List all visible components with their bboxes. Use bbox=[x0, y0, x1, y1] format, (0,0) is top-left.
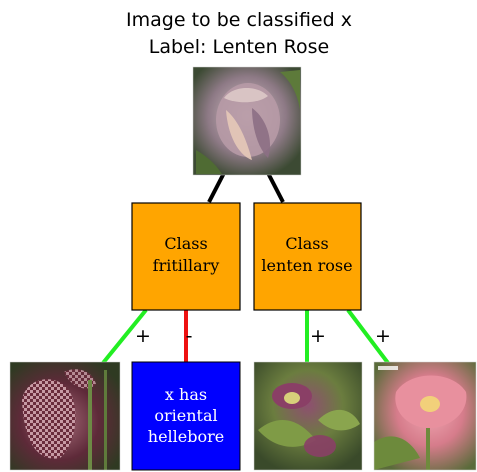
leaf-text-box: x has oriental hellebore bbox=[132, 362, 240, 470]
class-node-fritillary: Class fritillary bbox=[132, 203, 240, 310]
leaf-text-line-3: hellebore bbox=[148, 427, 224, 446]
class-node-fritillary-line-1: Class bbox=[164, 234, 207, 253]
edge-sign-1: + bbox=[135, 325, 151, 347]
edge-root-to-fritillary bbox=[209, 173, 224, 202]
edge-sign-3: + bbox=[310, 325, 326, 347]
edge-sign-2: - bbox=[186, 325, 193, 347]
leaf-text-line-1: x has bbox=[165, 385, 207, 404]
leaf-image-pink-hellebore bbox=[374, 362, 476, 470]
class-node-lenten-rose: Class lenten rose bbox=[254, 203, 361, 310]
edge-root-to-lenten-rose bbox=[268, 173, 283, 202]
root-image bbox=[193, 67, 301, 175]
leaf-image-fritillary bbox=[10, 362, 120, 470]
title-line-1: Image to be classified x bbox=[126, 9, 352, 31]
title-line-2: Label: Lenten Rose bbox=[149, 36, 329, 58]
leaf-text-line-2: oriental bbox=[154, 406, 217, 425]
class-node-lenten-rose-line-2: lenten rose bbox=[261, 256, 352, 275]
edge-sign-4: + bbox=[375, 325, 391, 347]
class-node-lenten-rose-line-1: Class bbox=[285, 234, 328, 253]
leaf-image-hellebore bbox=[254, 362, 362, 470]
class-node-fritillary-line-2: fritillary bbox=[153, 256, 220, 275]
